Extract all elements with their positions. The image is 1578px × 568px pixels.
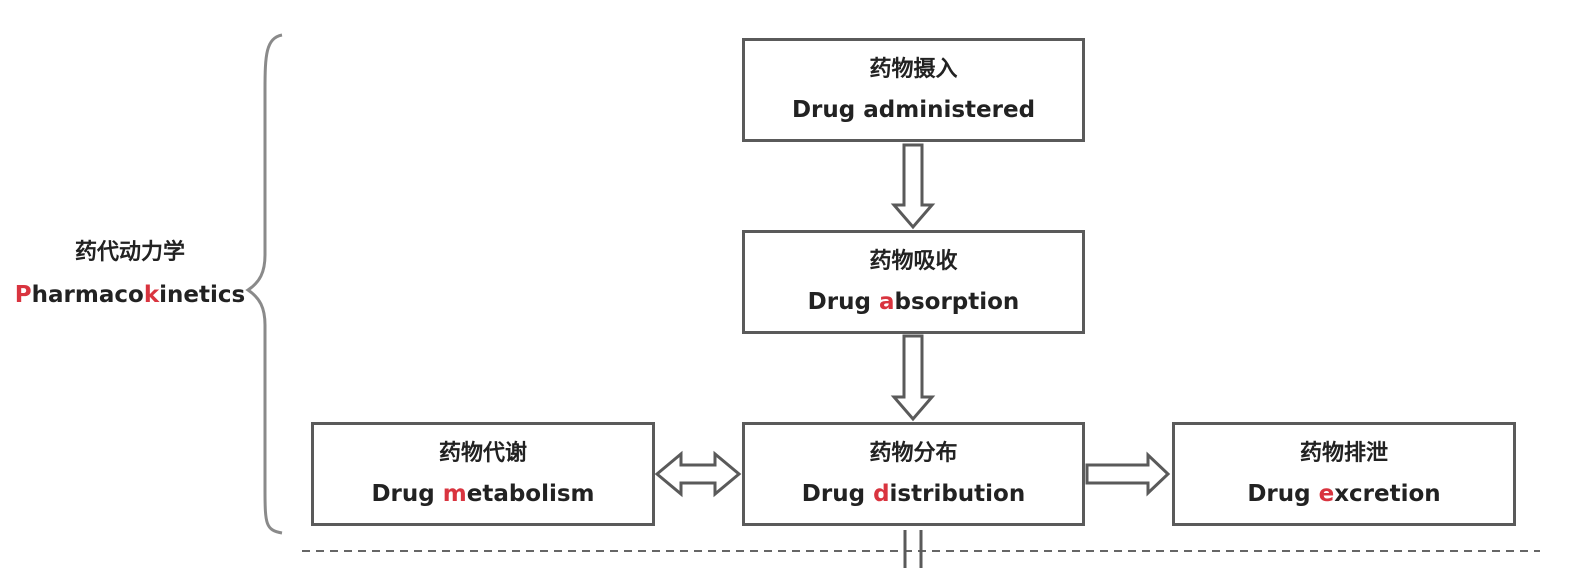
box-excretion-en: Drug excretion: [1247, 481, 1441, 507]
pharmacokinetics-label: 药代动力学 Pharmacokinetics: [0, 238, 260, 310]
box-metabolism-en: Drug metabolism: [371, 481, 595, 507]
arrow-down-2: [890, 334, 936, 422]
box-metabolism: 药物代谢 Drug metabolism: [311, 422, 655, 526]
box-distribution: 药物分布 Drug distribution: [742, 422, 1085, 526]
box-administered-en: Drug administered: [791, 97, 1036, 123]
box-administered: 药物摄入 Drug administered: [742, 38, 1085, 142]
pharmacokinetics-en: Pharmacokinetics: [14, 282, 246, 308]
box-distribution-en: Drug distribution: [801, 481, 1026, 507]
box-metabolism-zh: 药物代谢: [438, 441, 527, 466]
arrow-down-1: [890, 143, 936, 230]
arrow-right: [1085, 451, 1171, 497]
pharmacokinetics-zh: 药代动力学: [74, 240, 185, 265]
box-administered-zh: 药物摄入: [869, 57, 958, 82]
box-excretion-zh: 药物排泄: [1299, 441, 1388, 466]
curly-brace: [245, 33, 283, 535]
arrow-stem-bottom: [903, 530, 923, 568]
box-absorption: 药物吸收 Drug absorption: [742, 230, 1085, 334]
box-distribution-zh: 药物分布: [869, 441, 958, 466]
arrow-double: [654, 450, 742, 498]
box-excretion: 药物排泄 Drug excretion: [1172, 422, 1516, 526]
box-absorption-en: Drug absorption: [807, 289, 1020, 315]
box-absorption-zh: 药物吸收: [869, 249, 958, 274]
